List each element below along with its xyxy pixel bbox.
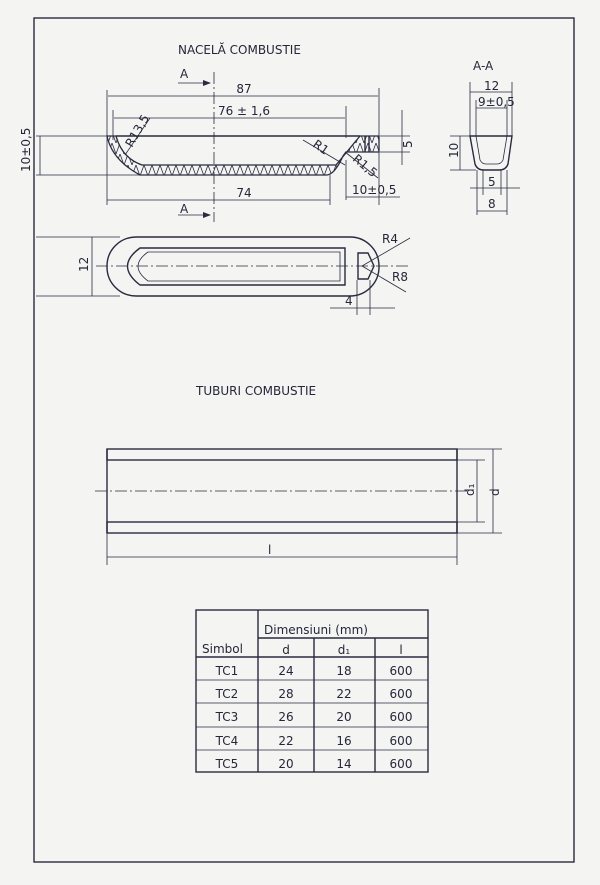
table-cell: 26	[278, 710, 293, 724]
table-cell: 600	[390, 710, 413, 724]
table-cell-symbol: TC5	[215, 757, 239, 771]
table-cell-symbol: TC1	[215, 664, 239, 678]
dim-74: 74	[236, 186, 251, 200]
tube-drawing: TUBURI COMBUSTIE d₁ d l	[95, 384, 502, 565]
dim-sec-9: 9±0,5	[478, 95, 515, 109]
dim-r8: R8	[392, 270, 408, 284]
dim-sec-12: 12	[484, 79, 499, 93]
dim-sec-8: 8	[488, 197, 496, 211]
dim-tab-width: 10±0,5	[352, 183, 396, 197]
table-cell: 600	[390, 734, 413, 748]
dim-width: 12	[77, 257, 91, 272]
tubes-title: TUBURI COMBUSTIE	[195, 384, 316, 398]
col-l: l	[399, 643, 402, 657]
table-cell: 28	[278, 687, 293, 701]
dim-sec-5: 5	[488, 175, 496, 189]
table-cell: 18	[336, 664, 351, 678]
dim-sec-10: 10	[447, 143, 461, 158]
dim-d1: d₁	[463, 483, 477, 496]
hexagon-hole	[357, 252, 375, 280]
table-cell: 600	[390, 757, 413, 771]
boat-title: NACELĂ COMBUSTIE	[178, 42, 301, 57]
header-symbol: Simbol	[202, 642, 243, 656]
page-border	[33, 17, 575, 863]
table-cell: 24	[278, 664, 293, 678]
table-cell-symbol: TC4	[215, 734, 239, 748]
table-cell: 600	[390, 664, 413, 678]
table-cell: 16	[336, 734, 351, 748]
boat-side-view: NACELĂ COMBUSTIE A A 87 76 ± 1,6 10±0,5 …	[19, 42, 415, 222]
section-mark-top: A	[180, 67, 189, 81]
dim-hole: 4	[345, 294, 353, 308]
table-cell-symbol: TC3	[215, 710, 239, 724]
section-mark-bottom: A	[180, 202, 189, 216]
dim-76: 76 ± 1,6	[218, 104, 270, 118]
section-title: A-A	[473, 59, 494, 73]
boat-top-view: 12 R4 R8 4	[36, 232, 411, 315]
header-group: Dimensiuni (mm)	[264, 623, 368, 637]
table-cell: 20	[278, 757, 293, 771]
section-a-a: A-A 12 9±0,5 10 5 8	[447, 59, 520, 215]
dim-d: d	[488, 488, 502, 496]
table-cell: 600	[390, 687, 413, 701]
col-d: d	[282, 643, 290, 657]
dim-87: 87	[236, 82, 251, 96]
table-cell-symbol: TC2	[215, 687, 239, 701]
table-cell: 22	[278, 734, 293, 748]
boat-profile	[106, 135, 380, 176]
dimensions-table: Simbol Dimensiuni (mm) d d₁ l TC1 24 18 600…	[195, 609, 429, 773]
dim-l: l	[268, 543, 271, 557]
dim-r4: R4	[382, 232, 398, 246]
table-cell: 14	[336, 757, 351, 771]
table-cell: 22	[336, 687, 351, 701]
dim-r1: R1	[310, 137, 331, 158]
dim-height: 10±0,5	[19, 128, 33, 172]
col-d1: d₁	[338, 643, 351, 657]
dim-tab-height: 5	[401, 140, 415, 148]
table-cell: 20	[336, 710, 351, 724]
